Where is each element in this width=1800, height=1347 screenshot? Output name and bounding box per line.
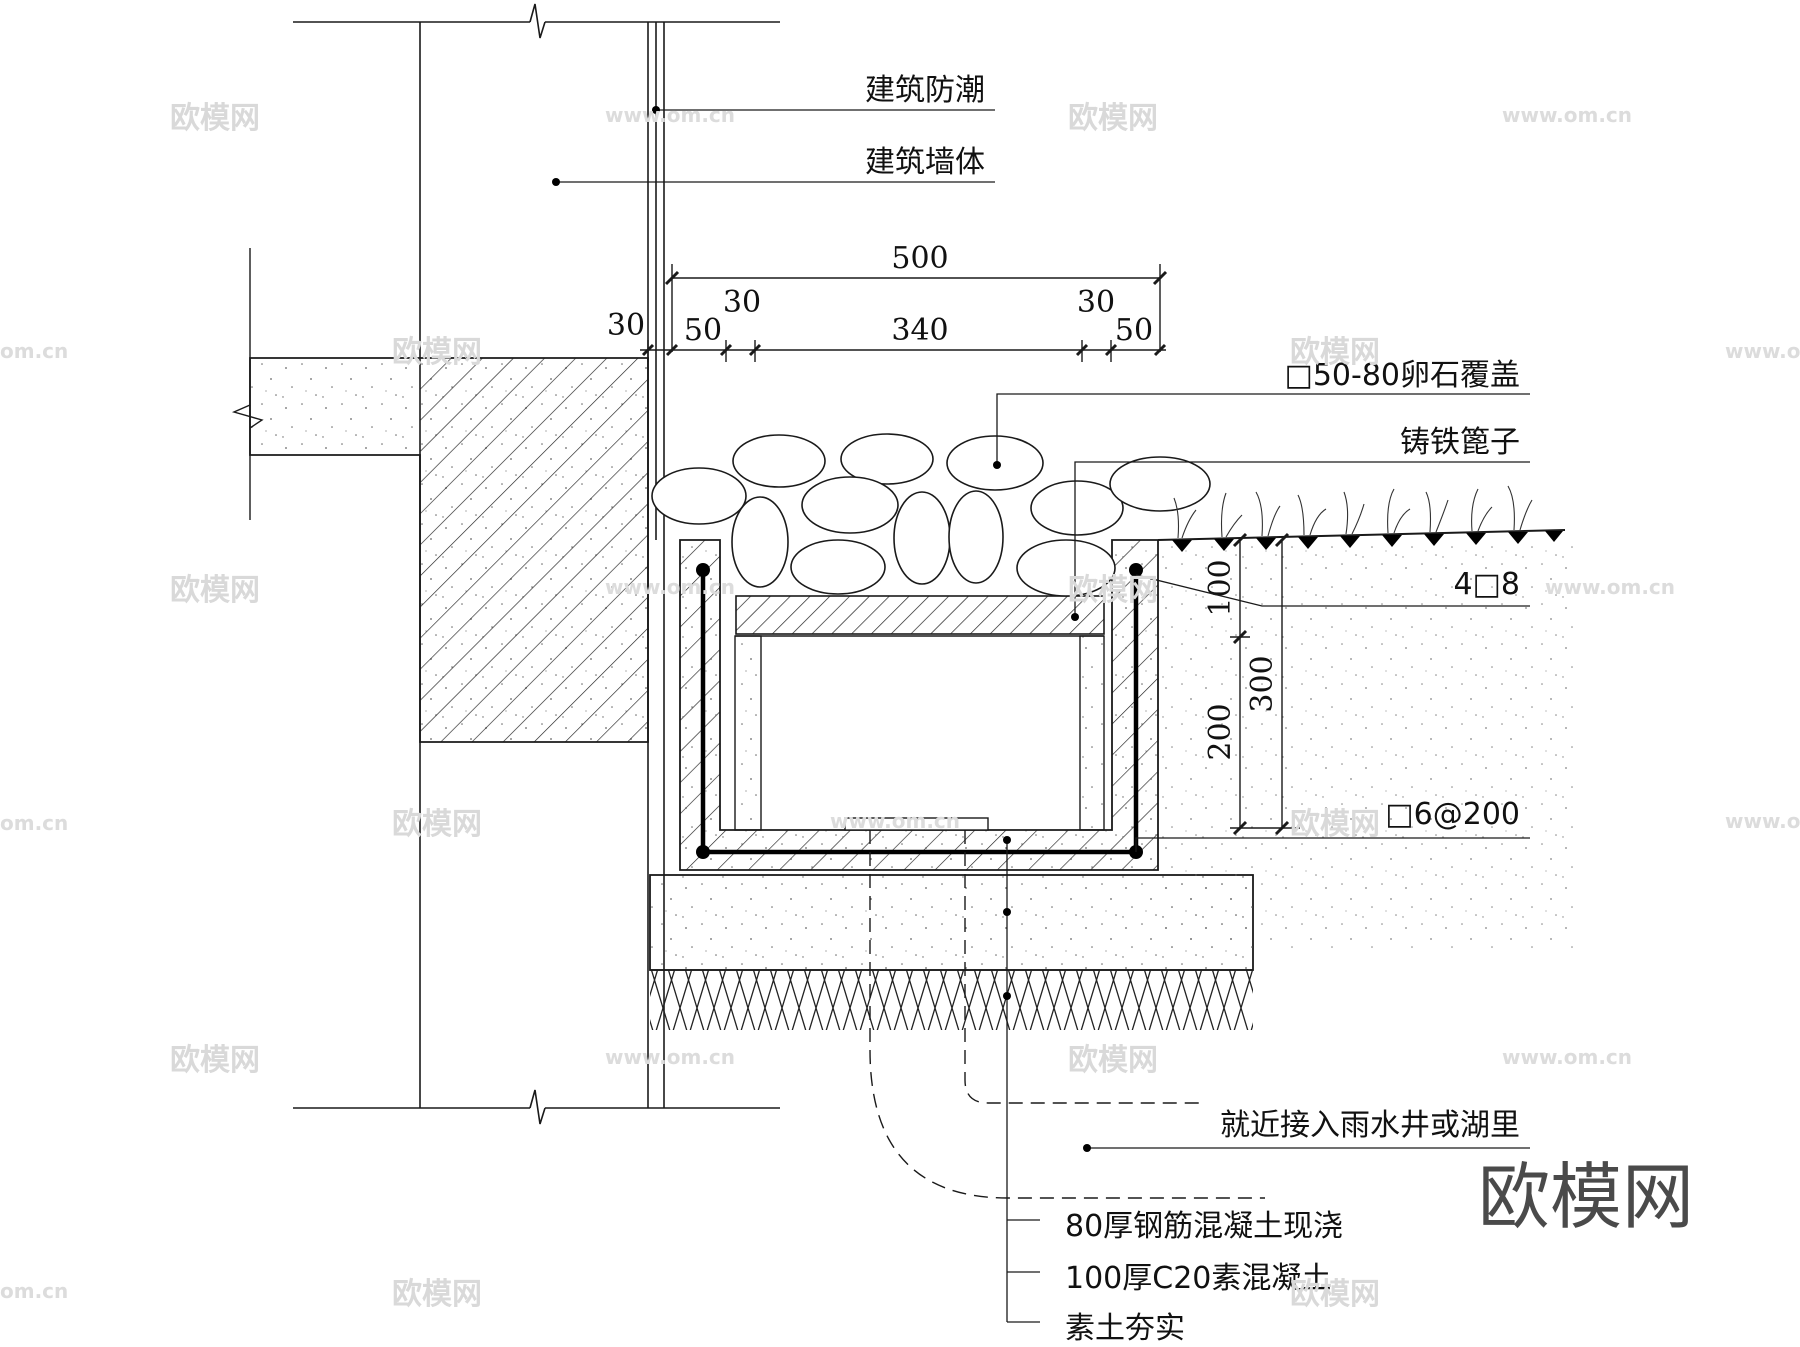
floor-slab bbox=[231, 248, 649, 743]
annotation-labels: 建筑防潮 建筑墙体 □50-80卵石覆盖 铸铁篦子 4□8 □6@200 就近接… bbox=[865, 73, 1520, 1346]
dim-depth-top: 100 bbox=[1203, 559, 1238, 616]
watermark-text: 欧模网 bbox=[392, 807, 482, 842]
label-pebble-cover: □50-80卵石覆盖 bbox=[1284, 358, 1520, 393]
cast-iron-grate bbox=[735, 595, 1105, 635]
dim-depth-bottom: 200 bbox=[1203, 703, 1238, 760]
watermark-url: www.om.cn bbox=[605, 575, 735, 599]
watermarks: 欧模网 www.om.cn 欧模网 www.om.cn om.cn 欧模网 欧模… bbox=[0, 101, 1800, 1312]
c20-concrete-layer bbox=[649, 874, 1254, 971]
label-moisture-proof: 建筑防潮 bbox=[865, 73, 985, 108]
label-layer-soil: 素土夯实 bbox=[1065, 1311, 1185, 1346]
label-rebar-stirrup: □6@200 bbox=[1385, 797, 1520, 832]
watermark-text: 欧模网 bbox=[1290, 1277, 1380, 1312]
watermark-url: www.om.cn bbox=[605, 1045, 735, 1069]
watermark-url: www.om.cn bbox=[1725, 339, 1800, 363]
compacted-soil-layer bbox=[650, 969, 1253, 1030]
leader-dots bbox=[552, 106, 1091, 1152]
rebar-cage bbox=[696, 563, 1143, 859]
watermark-url: www.om.cn bbox=[1502, 1045, 1632, 1069]
watermark-text: 欧模网 bbox=[170, 1043, 260, 1078]
watermark-text: 欧模网 bbox=[1290, 807, 1380, 842]
watermark-url: om.cn bbox=[0, 1279, 68, 1303]
dim-right-wall: 50 bbox=[1115, 313, 1153, 348]
watermark-text: 欧模网 bbox=[392, 1277, 482, 1312]
watermark-url: www.om.cn bbox=[1725, 809, 1800, 833]
watermark-text: 欧模网 bbox=[1068, 1043, 1158, 1078]
dim-left-inner: 30 bbox=[723, 285, 761, 320]
dimension-lines bbox=[640, 264, 1300, 836]
dim-left-wall: 50 bbox=[684, 313, 722, 348]
watermark-text: 欧模网 bbox=[170, 573, 260, 608]
label-cast-iron-grate: 铸铁篦子 bbox=[1400, 425, 1520, 460]
dim-depth-total: 300 bbox=[1245, 655, 1280, 712]
watermark-text: 欧模网 bbox=[1290, 335, 1380, 370]
label-layer-rc: 80厚钢筋混凝土现浇 bbox=[1065, 1209, 1343, 1244]
channel-body bbox=[679, 539, 1159, 871]
label-layer-c20: 100厚C20素混凝土 bbox=[1065, 1261, 1331, 1296]
watermark-url: om.cn bbox=[0, 339, 68, 363]
label-rebar-main: 4□8 bbox=[1453, 567, 1520, 602]
leader-lines bbox=[556, 109, 1530, 1323]
watermark-url: om.cn bbox=[0, 811, 68, 835]
watermark-text: 欧模网 bbox=[1068, 573, 1158, 608]
dim-channel-width: 340 bbox=[891, 313, 948, 348]
watermark-url: www.om.cn bbox=[605, 103, 735, 127]
watermark-url: www.om.cn bbox=[1502, 103, 1632, 127]
channel-inner-lining bbox=[734, 635, 1105, 831]
watermark-text: 欧模网 bbox=[1068, 101, 1158, 136]
label-drain-connect: 就近接入雨水井或湖里 bbox=[1220, 1108, 1520, 1143]
watermark-url: www.om.cn bbox=[1545, 575, 1675, 599]
dimension-texts: 500 30 50 30 340 30 50 100 200 300 bbox=[607, 241, 1280, 761]
dim-right-inner: 30 bbox=[1077, 285, 1115, 320]
drain-pipe bbox=[869, 830, 1265, 1199]
site-logo: 欧模网 bbox=[1478, 1155, 1694, 1239]
ground-surface bbox=[1157, 485, 1578, 950]
watermark-text: 欧模网 bbox=[392, 335, 482, 370]
watermark-text: 欧模网 bbox=[170, 101, 260, 136]
watermark-url: www.om.cn bbox=[830, 809, 960, 833]
dim-total-width: 500 bbox=[891, 241, 948, 276]
dim-wall-gap: 30 bbox=[607, 308, 645, 343]
label-building-wall: 建筑墙体 bbox=[865, 145, 985, 180]
